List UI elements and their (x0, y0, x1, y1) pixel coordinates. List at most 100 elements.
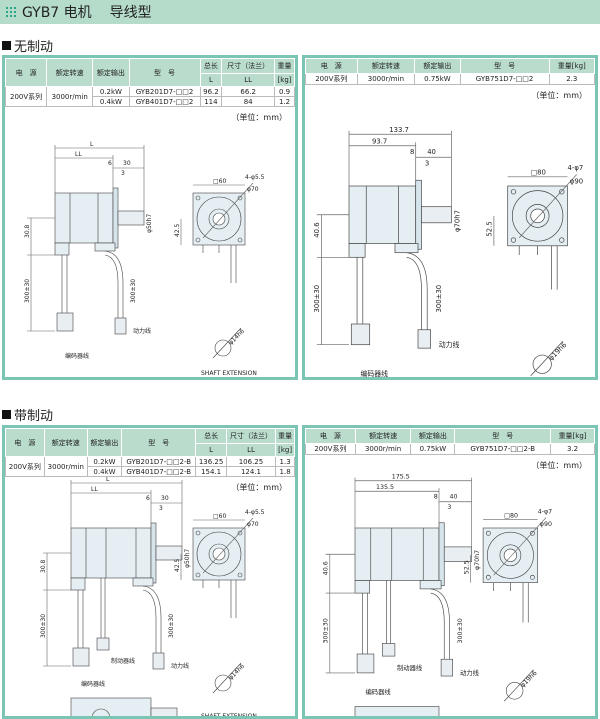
dimension-label-shaft: φ70h7 (474, 550, 481, 570)
dimension-label-c1: 300±30 (313, 285, 321, 313)
dimension-label-ext: SHAFT EXTENSION (201, 713, 257, 716)
dimension-label-LL: LL (75, 151, 82, 158)
table-cell: 0.4kW (86, 466, 123, 477)
table-cell: 1.3 (275, 456, 295, 467)
encoder-plug (356, 653, 375, 674)
dimension-label-power: 动力线 (439, 340, 460, 349)
dimension-label-sd: φ14h6 (227, 328, 246, 347)
column-subheader: [kg] (275, 443, 295, 457)
mount-hole (485, 530, 491, 536)
dimension-label-encoder: 编码器线 (361, 369, 389, 377)
dimension-label-h2: 52.5 (486, 221, 494, 236)
dimension-label-d3: 3 (159, 505, 163, 512)
power-cable (430, 588, 450, 660)
table-cell: 3000r/min (46, 86, 94, 107)
table-cell: GYB401D7-□□2-B (120, 466, 197, 477)
table-cell: 3.2 (550, 443, 595, 455)
table-header-row: 电 源额定转速额定输出型 号总长尺寸（法兰）重量 (5, 428, 295, 457)
power-plug (440, 658, 453, 677)
dimension-label-sd: φ19h6 (519, 670, 538, 689)
column-header: 电 源 (5, 58, 48, 87)
table-cell: GYB201D7-□□2-B (120, 456, 197, 467)
dimension-lines (70, 480, 183, 546)
table-header-row: 电 源额定转速额定输出型 号重量[kg] (305, 58, 595, 74)
brake-plug (381, 643, 396, 657)
motor-shaft (443, 546, 472, 562)
mount-hole (510, 237, 517, 243)
power-cable (104, 250, 124, 318)
table-cell: 84 (221, 96, 276, 107)
motor-flange (415, 179, 422, 250)
shaft-section (214, 674, 232, 692)
dimension-label-h1: 30.8 (40, 559, 47, 573)
power-cable (406, 252, 428, 330)
dimension-label-sq: □60 (213, 178, 226, 185)
dimension-label-h2: 42.5 (174, 223, 181, 237)
power-plug (417, 329, 431, 349)
dimension-lines (354, 477, 472, 547)
square-bullet-icon (2, 410, 11, 419)
page-subtitle: 导线型 (109, 5, 152, 21)
column-header: 重量[kg] (550, 428, 595, 444)
dimension-label-d2: 40 (450, 494, 458, 501)
dimension-label-brake: 制动器线 (111, 657, 135, 665)
table-cell: 0.9 (274, 86, 295, 97)
dimension-label-LL: 93.7 (372, 137, 387, 145)
motor-shaft (421, 206, 452, 224)
shaft-section (532, 354, 552, 374)
mount-hole (485, 574, 491, 580)
column-header: 尺寸（法兰） (221, 58, 276, 74)
column-header: 重量 (275, 428, 295, 444)
dimension-label-c1: 300±30 (24, 279, 31, 303)
mount-hole (237, 195, 243, 201)
motor-flange (150, 522, 157, 584)
column-subheader: LL (225, 443, 277, 457)
table-cell: GYB401D7-□□2 (128, 96, 201, 107)
shaft-section (505, 682, 524, 700)
table-cell: 66.2 (221, 86, 276, 97)
table-cell: 154.1 (195, 466, 227, 477)
motor-body (348, 185, 417, 244)
mount-hole (237, 530, 243, 536)
power-connector (419, 580, 442, 590)
table-cell: 3000r/min (354, 443, 412, 455)
table-cell: 200V系列 (305, 73, 358, 85)
encoder-plug (72, 647, 90, 667)
encoder-plug (350, 323, 371, 346)
table-cell: 200V系列 (305, 443, 356, 455)
dimension-label-h1: 30.8 (24, 224, 31, 238)
dimension-label-holes: 4-φ5.5 (245, 174, 265, 181)
column-header: 额定输出 (410, 428, 456, 444)
column-subheader: L (195, 443, 227, 457)
unit-note: （单位：mm） (531, 91, 587, 100)
table-cell: 136.25 (195, 456, 227, 467)
dimension-label-h2: 42.5 (174, 558, 181, 572)
motor-bottom-view (354, 706, 440, 716)
table-cell: 124.1 (225, 466, 277, 477)
column-header: 尺寸（法兰） (225, 428, 277, 444)
column-subheader: L (199, 73, 223, 87)
mount-hole (530, 530, 535, 536)
brake-plug (96, 637, 110, 651)
dimension-label-sd: φ19h6 (547, 341, 568, 362)
column-header: 型 号 (459, 58, 550, 74)
dimension-label-sq: □80 (531, 169, 546, 177)
dimension-lines (54, 145, 145, 211)
brake-cable (386, 580, 392, 644)
dimension-label-d2: 30 (123, 160, 131, 167)
dimension-label-encoder: 编码器线 (65, 352, 89, 360)
dimension-label-encoder: 编码器线 (366, 687, 392, 696)
dimension-label-holes: 4-φ7 (538, 508, 552, 515)
dimension-label-sq: □60 (213, 513, 226, 520)
section-label: 带制动 (14, 409, 54, 424)
dimension-lines (348, 130, 452, 207)
